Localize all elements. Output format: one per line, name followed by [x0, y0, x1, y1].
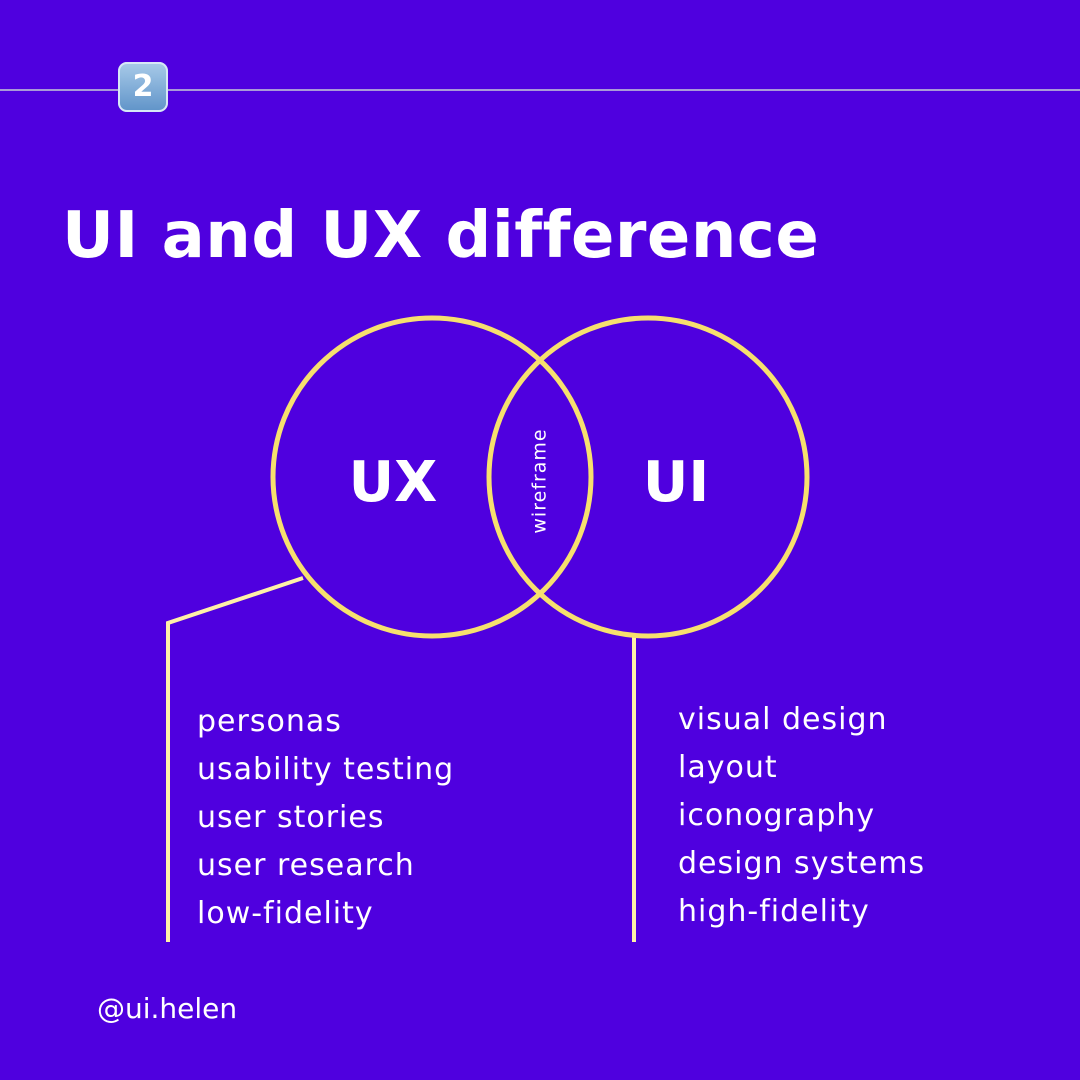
step-number-badge: 2 — [118, 62, 168, 112]
ux-item-list: personas usability testing user stories … — [197, 698, 454, 938]
ui-item-list: visual design layout iconography design … — [678, 696, 925, 936]
list-item: layout — [678, 750, 778, 785]
overlap-label: wireframe — [529, 428, 551, 533]
ux-connector-line — [166, 576, 304, 942]
page-title: UI and UX difference — [62, 199, 820, 273]
list-item: user stories — [197, 800, 385, 835]
ui-circle — [486, 315, 810, 639]
author-handle: @ui.helen — [97, 992, 238, 1025]
ux-circle — [270, 315, 594, 639]
list-item: user research — [197, 848, 415, 883]
list-item: personas — [197, 704, 342, 739]
list-item: low-fidelity — [197, 896, 374, 931]
ui-circle-label: UI — [643, 450, 709, 515]
list-item: iconography — [678, 798, 876, 833]
top-divider-line — [0, 89, 1080, 91]
list-item: visual design — [678, 702, 888, 737]
list-item: high-fidelity — [678, 894, 870, 929]
list-item: design systems — [678, 846, 926, 881]
list-item: usability testing — [197, 752, 455, 787]
ux-circle-label: UX — [349, 450, 438, 515]
